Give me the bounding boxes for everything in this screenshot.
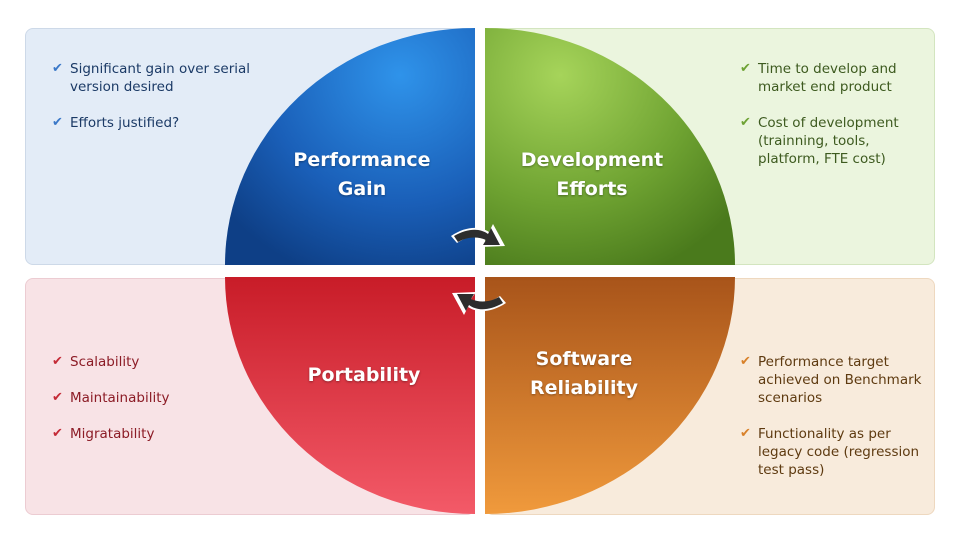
quadrant-title-line: Efforts <box>556 178 628 200</box>
check-icon: ✔ <box>52 354 63 369</box>
check-icon: ✔ <box>52 115 63 130</box>
quadrant-title-portability: Portability <box>254 361 474 390</box>
check-icon: ✔ <box>52 390 63 405</box>
check-icon: ✔ <box>740 354 751 369</box>
list-item-text: Significant gain over serial version des… <box>70 61 251 95</box>
curved-arrow-icon-top <box>451 224 505 247</box>
quadrant-bottom-right-wedge <box>485 277 735 514</box>
quadrant-top-right-wedge <box>485 28 735 265</box>
list-item-text: Maintainability <box>70 390 170 406</box>
bullet-list-performance-gain: ✔ Significant gain over serial version de… <box>52 60 272 150</box>
list-item-text: Cost of development (trainning, tools, p… <box>758 115 899 167</box>
list-item-text: Time to develop and market end product <box>758 61 897 95</box>
list-item: ✔ Maintainability <box>52 389 232 407</box>
check-icon: ✔ <box>52 426 63 441</box>
quadrant-bottom-left-wedge <box>225 277 475 514</box>
list-item: ✔ Significant gain over serial version de… <box>52 60 272 96</box>
quadrant-title-line: Performance <box>293 149 431 171</box>
list-item: ✔ Time to develop and market end product <box>740 60 925 96</box>
quadrant-title-line: Gain <box>337 178 387 200</box>
list-item: ✔ Performance target achieved on Benchmar… <box>740 353 925 407</box>
check-icon: ✔ <box>52 61 63 76</box>
list-item-text: Efforts justified? <box>70 115 180 131</box>
quadrant-title-software-reliability: Software Reliability <box>474 345 694 403</box>
curved-arrow-icon-bottom <box>452 292 506 315</box>
list-item: ✔ Cost of development (trainning, tools, … <box>740 114 925 168</box>
bullet-list-development-efforts: ✔Time to develop and market end product … <box>740 60 925 186</box>
quadrant-title-development-efforts: Development Efforts <box>482 146 702 204</box>
check-icon: ✔ <box>740 115 751 130</box>
list-item: ✔ Functionality as per legacy code (regre… <box>740 425 925 479</box>
quadrant-title-line: Reliability <box>530 377 638 399</box>
bullet-list-portability: ✔ Scalability ✔ Maintainability ✔ Migratabi… <box>52 353 232 461</box>
list-item: ✔ Scalability <box>52 353 232 371</box>
check-icon: ✔ <box>740 61 751 76</box>
quadrant-title-line: Development <box>520 149 664 171</box>
list-item-text: Scalability <box>70 354 140 370</box>
bullet-list-software-reliability: ✔ Performance target achieved on Benchmar… <box>740 353 925 497</box>
list-item-text: Functionality as per legacy code (regres… <box>758 426 920 478</box>
list-item: ✔ Migratability <box>52 425 232 443</box>
list-item-text: Performance target achieved on Benchmark… <box>758 354 922 406</box>
quadrant-title-performance-gain: Performance Gain <box>252 146 472 204</box>
quadrant-top-left-wedge <box>225 28 475 265</box>
check-icon: ✔ <box>740 426 751 441</box>
list-item: ✔ Efforts justified? <box>52 114 272 132</box>
quadrant-title-line: Software <box>535 348 633 370</box>
list-item-text: Migratability <box>70 426 155 442</box>
quadrant-title-line: Portability <box>307 364 421 386</box>
